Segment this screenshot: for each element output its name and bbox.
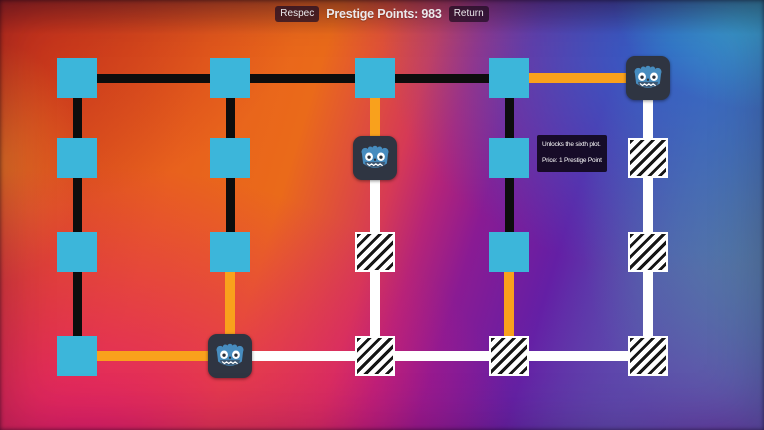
edge-black xyxy=(504,78,514,158)
plot-node-hatched[interactable] xyxy=(628,138,668,178)
edge-black xyxy=(72,78,82,158)
plot-node-cyan[interactable] xyxy=(57,336,97,376)
plot-node-godot[interactable] xyxy=(626,56,670,100)
plot-node-cyan[interactable] xyxy=(57,138,97,178)
edge-white xyxy=(370,158,380,252)
plot-node-hatched[interactable] xyxy=(628,336,668,376)
edge-black xyxy=(225,78,235,158)
topbar: Respec Prestige Points: 983 Return xyxy=(0,5,764,23)
plot-node-cyan[interactable] xyxy=(57,58,97,98)
edge-white xyxy=(375,351,509,361)
plot-node-cyan[interactable] xyxy=(489,138,529,178)
plot-node-godot[interactable] xyxy=(208,334,252,378)
plot-node-hatched[interactable] xyxy=(355,336,395,376)
edge-white xyxy=(370,252,380,356)
plot-node-cyan[interactable] xyxy=(489,232,529,272)
plot-node-godot[interactable] xyxy=(353,136,397,180)
edge-black xyxy=(72,252,82,356)
edge-black xyxy=(225,158,235,252)
edge-black xyxy=(504,158,514,252)
edge-white xyxy=(230,351,375,361)
edge-black xyxy=(77,73,230,83)
edge-orange xyxy=(370,78,380,158)
godot-icon xyxy=(361,145,389,168)
respec-button[interactable]: Respec xyxy=(275,6,320,22)
edge-orange xyxy=(77,351,230,361)
edge-orange xyxy=(504,252,514,356)
plot-node-cyan[interactable] xyxy=(210,58,250,98)
edge-white xyxy=(643,78,653,158)
plot-node-cyan[interactable] xyxy=(355,58,395,98)
plot-node-hatched[interactable] xyxy=(628,232,668,272)
edge-black xyxy=(72,158,82,252)
godot-icon xyxy=(634,65,662,88)
plot-node-cyan[interactable] xyxy=(210,232,250,272)
plot-node-cyan[interactable] xyxy=(210,138,250,178)
edge-black xyxy=(375,73,509,83)
return-button[interactable]: Return xyxy=(448,6,489,22)
tooltip-description: Unlocks the sixth plot. xyxy=(542,141,601,148)
tooltip-price: Price: 1 Prestige Point xyxy=(542,157,602,165)
plot-node-hatched[interactable] xyxy=(489,336,529,376)
plot-node-cyan[interactable] xyxy=(57,232,97,272)
godot-icon xyxy=(216,343,244,366)
edge-orange xyxy=(225,252,235,356)
edge-orange xyxy=(509,73,648,83)
edge-black xyxy=(230,73,375,83)
edge-white xyxy=(509,351,648,361)
plot-tooltip: Unlocks the sixth plot. Price: 1 Prestig… xyxy=(537,135,607,173)
plot-node-cyan[interactable] xyxy=(489,58,529,98)
prestige-points-label: Prestige Points: 983 xyxy=(326,7,442,21)
edge-white xyxy=(643,158,653,252)
plot-node-hatched[interactable] xyxy=(355,232,395,272)
edge-white xyxy=(643,252,653,356)
